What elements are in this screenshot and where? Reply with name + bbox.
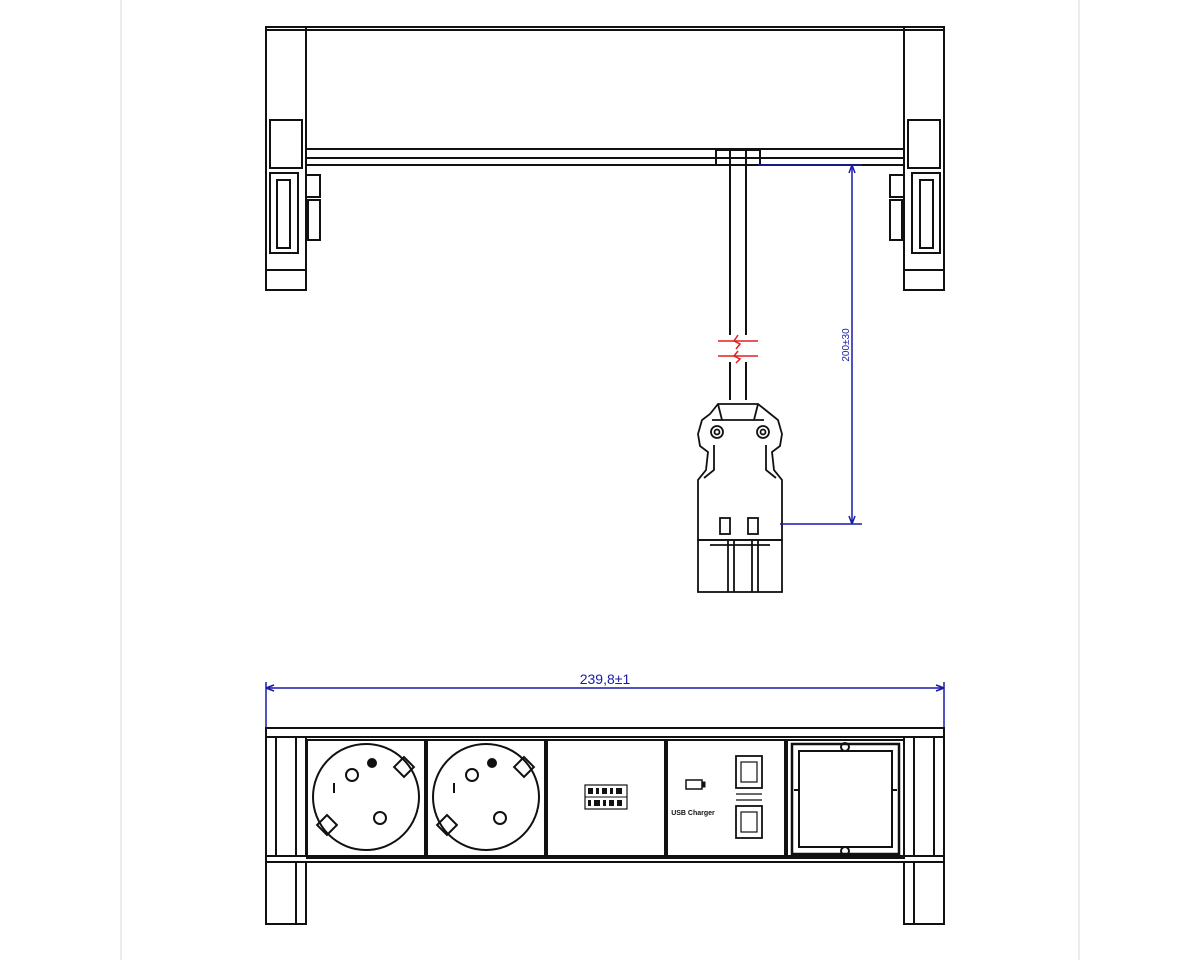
- schuko-socket-module-1: [306, 739, 426, 859]
- front-view-feet: [265, 861, 945, 925]
- connector-plug: [697, 403, 783, 593]
- cable-entry: [715, 149, 761, 166]
- right-end-cap: [889, 26, 945, 291]
- page-frame: [120, 0, 1080, 960]
- front-view-body: [265, 727, 945, 863]
- blank-cover-module: [786, 739, 905, 859]
- usb-charger-label: USB Charger: [671, 810, 715, 817]
- cable-length-label: 200±30: [841, 328, 852, 362]
- side-view-housing: [266, 26, 944, 166]
- cable-length-dimension: [758, 164, 862, 525]
- side-view: [265, 26, 945, 593]
- schuko-socket-module-2: [426, 739, 546, 859]
- usb-charger-module: [666, 739, 786, 859]
- front-view: USB Charger: [265, 727, 945, 925]
- cable: [729, 165, 747, 400]
- left-end-cap: [265, 26, 321, 291]
- width-dimension-label: 239,8±1: [580, 671, 631, 687]
- data-module: [546, 739, 666, 859]
- cable-break-mark: [718, 334, 758, 364]
- width-dimension: [265, 682, 945, 728]
